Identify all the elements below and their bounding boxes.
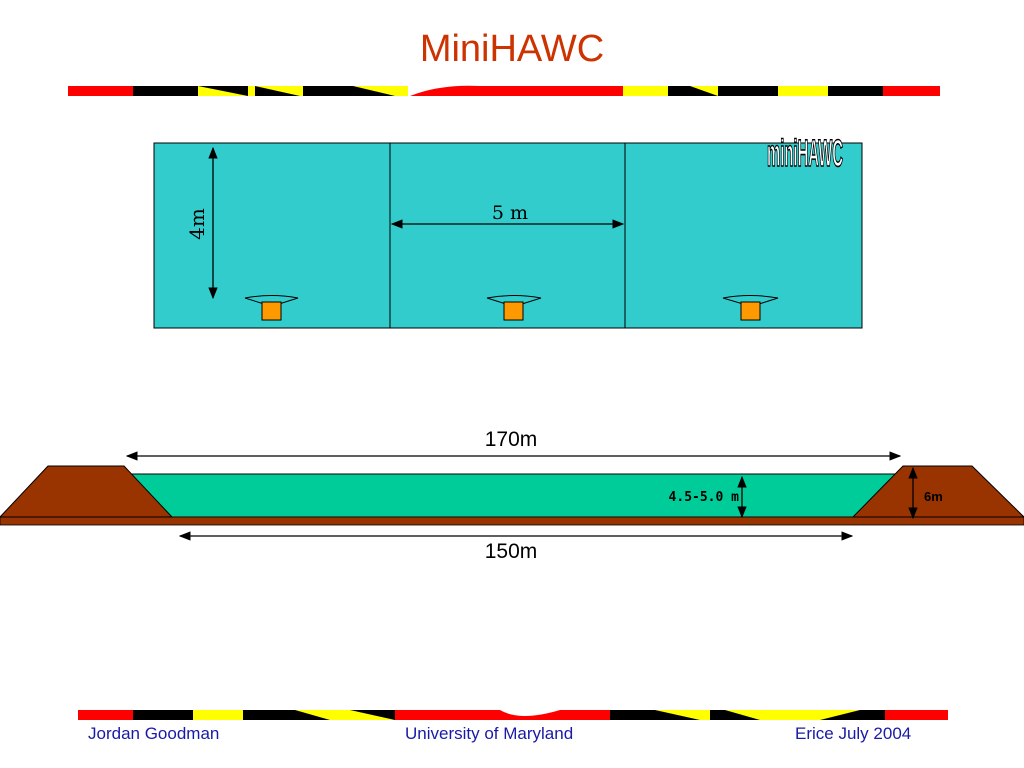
bottom-decorative-stripe [78, 710, 948, 720]
slide-title: MiniHAWC [419, 28, 605, 70]
height-label: 4m [185, 208, 209, 240]
top-width-label: 170m [485, 428, 538, 451]
minihawc-logo-text: miniHAWC [767, 133, 843, 175]
berm-left [0, 465, 174, 518]
bottom-width-label: 150m [485, 540, 538, 563]
pmt-middle [486, 295, 542, 321]
footer-institution: University of Maryland [405, 724, 574, 743]
berm-height-label: 6m [924, 489, 943, 504]
footer-event-date: Erice July 2004 [795, 724, 912, 743]
top-decorative-stripe [68, 85, 940, 96]
pond-profile-diagram: 170m 4.5-5.0 m 6m 150m [0, 428, 1024, 563]
pond-water [122, 473, 905, 518]
pool-cells-diagram: 4m 5 m miniHAWC [153, 133, 863, 329]
pmt-right [722, 295, 779, 321]
spacing-label: 5 m [492, 202, 528, 224]
water-depth-label: 4.5-5.0 m [669, 490, 740, 505]
ground-layer [0, 516, 1024, 526]
pmt-left [244, 295, 299, 321]
berm-right [851, 465, 1024, 518]
footer-author: Jordan Goodman [88, 724, 220, 743]
